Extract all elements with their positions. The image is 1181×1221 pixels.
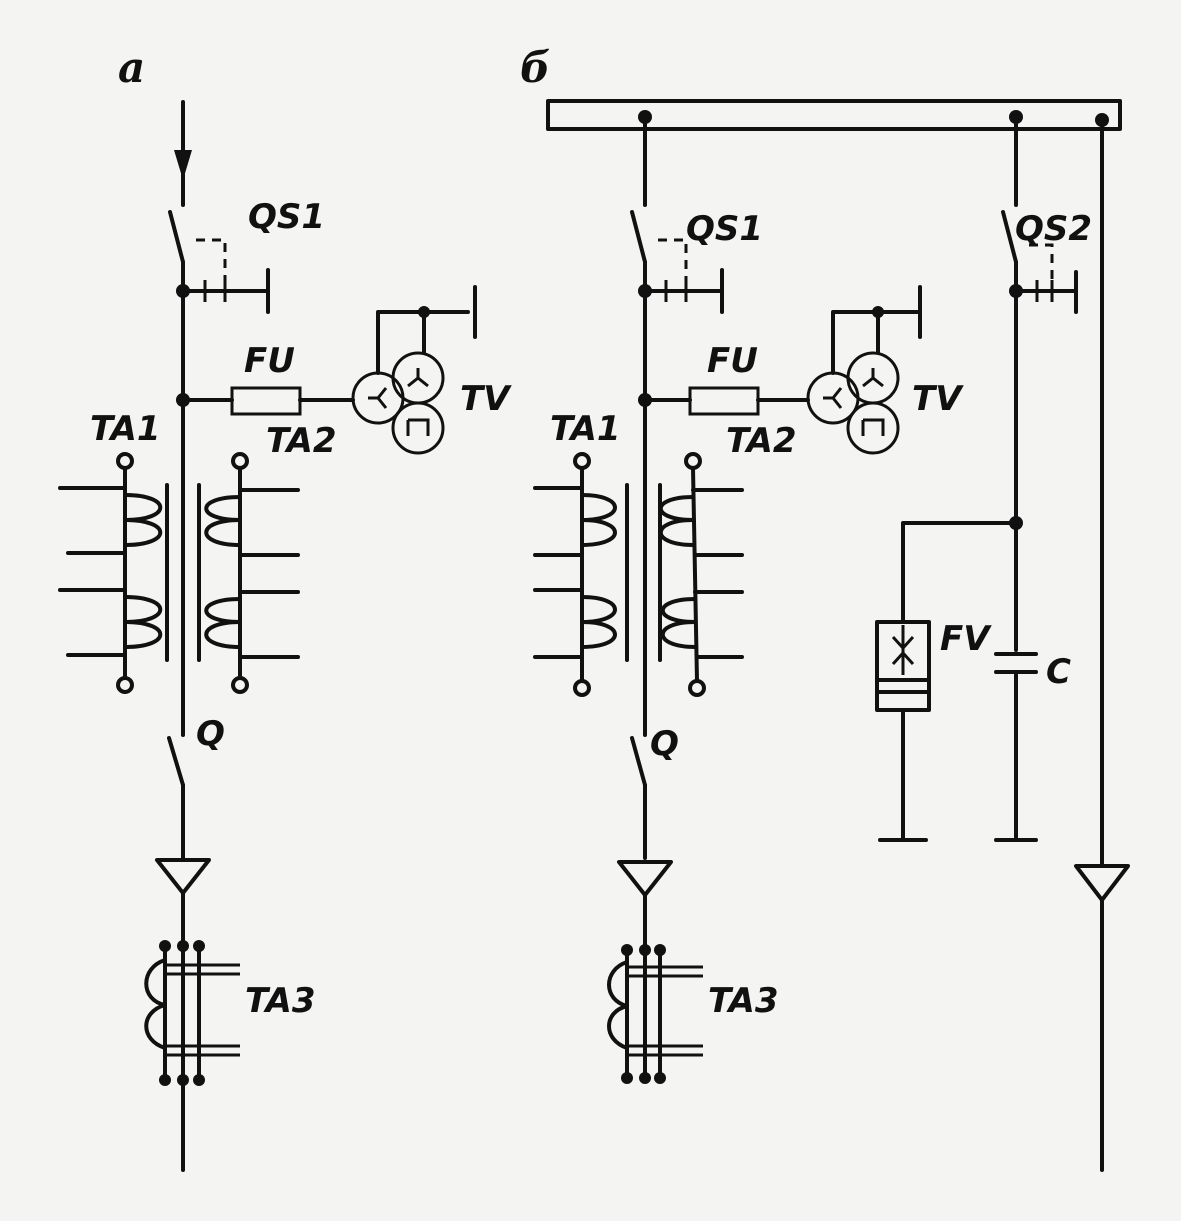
capacitor-c [994, 652, 1038, 842]
surge-arrester-fv [875, 620, 931, 842]
current-transformer-ta1-b [533, 452, 629, 697]
label-ta2: TA2 [266, 421, 337, 461]
incoming-feed-arrow [174, 100, 192, 207]
current-transformer-ta1 [58, 452, 169, 694]
label-tv: TV [460, 379, 512, 419]
label-fu: FU [244, 341, 295, 381]
label-ta3: TA3 [245, 981, 316, 1021]
cable-termination [155, 858, 211, 895]
disconnector-qs2 [1001, 210, 1078, 314]
current-transformer-ta2 [197, 452, 300, 694]
label-tv-b: TV [912, 379, 964, 419]
cable-termination-right [1074, 864, 1130, 902]
disconnector-qs1-b [630, 210, 724, 314]
voltage-transformer-tv-b [806, 285, 922, 455]
cable-termination-b [617, 860, 673, 897]
current-transformer-ta3-b [607, 944, 703, 1084]
label-ta3-b: TA3 [708, 981, 779, 1021]
current-transformer-ta3 [144, 940, 240, 1086]
panel-a: а QS1 FU [58, 43, 512, 1172]
breaker-q [167, 736, 185, 860]
label-q-b: Q [650, 724, 679, 764]
label-q: Q [196, 714, 225, 754]
panel-b-title: б [520, 43, 550, 92]
disconnector-qs1 [168, 210, 270, 314]
label-ta2-b: TA2 [726, 421, 797, 461]
label-c: C [1046, 652, 1071, 692]
fuse-fu-b [638, 386, 810, 416]
panel-b: б QS1 FU [520, 43, 1130, 1172]
fuse-fu [176, 386, 355, 416]
label-fu-b: FU [707, 341, 758, 381]
busbar [546, 99, 1122, 131]
label-qs1-b: QS1 [686, 209, 763, 249]
label-qs2: QS2 [1015, 209, 1092, 249]
voltage-transformer-tv [351, 285, 477, 455]
panel-a-title: а [118, 43, 145, 92]
label-qs1: QS1 [248, 197, 325, 237]
current-transformer-ta2-b [658, 452, 744, 697]
breaker-q-b [630, 736, 647, 860]
label-fv: FV [940, 619, 992, 659]
arrester-lead [901, 521, 1018, 624]
label-ta1-b: TA1 [550, 409, 621, 449]
label-ta1: TA1 [90, 409, 161, 449]
